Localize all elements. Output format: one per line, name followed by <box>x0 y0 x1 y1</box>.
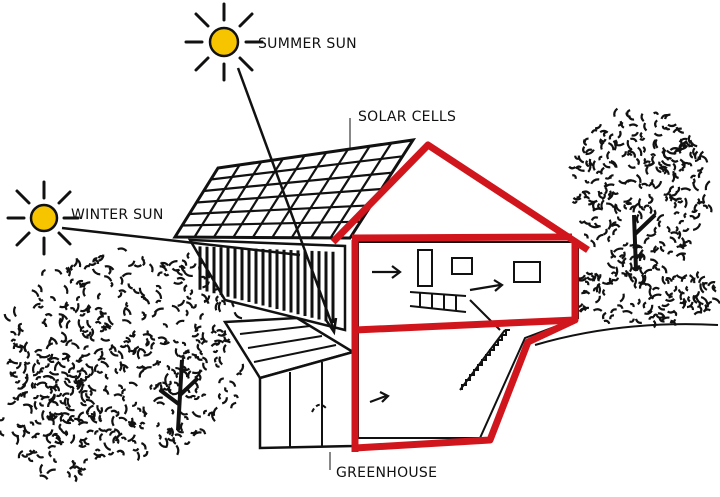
arrow-icon <box>469 279 504 292</box>
summer-sun-label: SUMMER SUN <box>258 36 357 52</box>
winter-sun-icon <box>6 180 80 256</box>
solar-roof <box>172 138 417 240</box>
winter-sun-label: WINTER SUN <box>71 207 164 223</box>
summer-sun-icon <box>184 2 264 82</box>
airflow-arrows <box>369 265 504 404</box>
greenhouse <box>222 316 357 450</box>
right-tree-icon <box>568 107 713 273</box>
house-interior <box>357 241 579 439</box>
summer-sun-ray <box>236 67 336 331</box>
south-facade <box>187 238 347 332</box>
greenhouse-label: GREENHOUSE <box>336 465 437 481</box>
house-frame <box>330 141 590 452</box>
solar-cells-label: SOLAR CELLS <box>358 109 456 125</box>
winter-sun-ray <box>61 226 301 257</box>
arrow-icon <box>369 391 390 404</box>
left-bush <box>0 247 256 483</box>
arrow-icon <box>372 265 402 279</box>
